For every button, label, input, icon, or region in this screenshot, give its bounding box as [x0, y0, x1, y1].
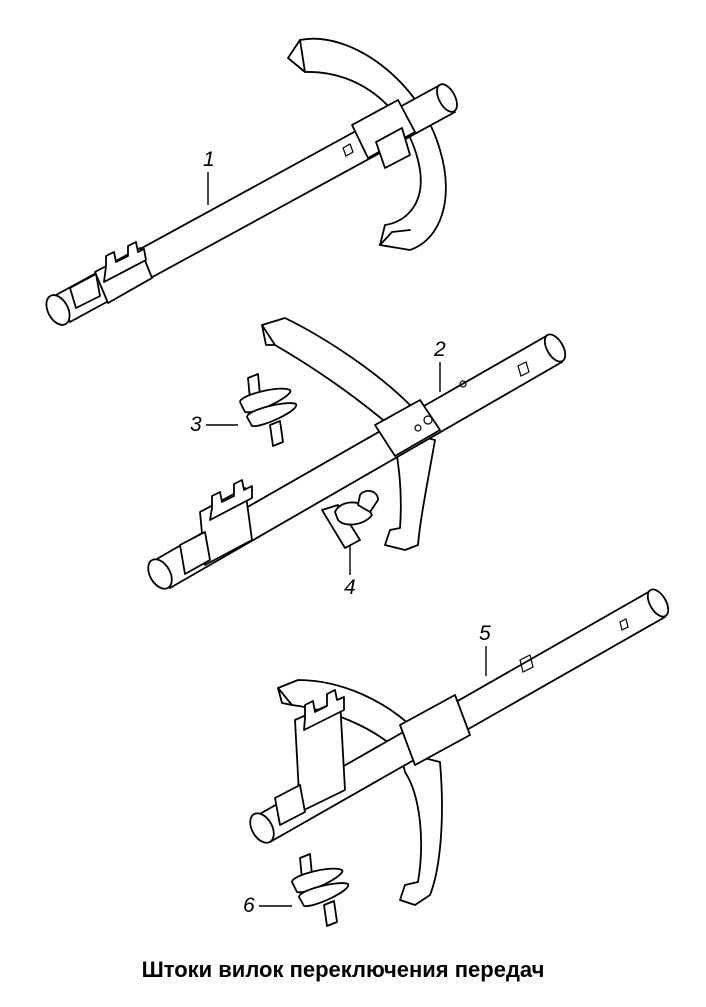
selector-head-2 — [179, 479, 253, 575]
callout-label-2: 2 — [433, 338, 446, 361]
fork-hub-1 — [351, 99, 416, 169]
interlock-part-3 — [239, 373, 297, 447]
callout-1: 1 — [203, 148, 215, 205]
fork-hub-3 — [399, 694, 471, 766]
callout-6: 6 — [243, 894, 292, 917]
shift-rod-1 — [45, 83, 458, 326]
rod-assembly-3 — [249, 588, 670, 927]
figure-caption: Штоки вилок переключения передач — [142, 957, 545, 982]
fork-hub-2 — [374, 399, 441, 457]
rod-assembly-1 — [45, 37, 458, 326]
callout-2: 2 — [433, 338, 446, 392]
callout-label-5: 5 — [479, 622, 491, 645]
selector-head-3 — [274, 689, 346, 826]
callout-label-3: 3 — [190, 413, 202, 436]
callout-label-4: 4 — [344, 576, 356, 599]
callout-4: 4 — [344, 545, 356, 599]
rod-assembly-2 — [147, 317, 567, 590]
callout-label-6: 6 — [243, 894, 255, 917]
lock-plunger-part-4 — [321, 489, 379, 549]
callout-3: 3 — [190, 413, 238, 436]
callout-5: 5 — [479, 622, 491, 676]
selector-head-1 — [69, 241, 153, 309]
callout-label-1: 1 — [203, 148, 215, 171]
interlock-part-6 — [291, 853, 349, 927]
